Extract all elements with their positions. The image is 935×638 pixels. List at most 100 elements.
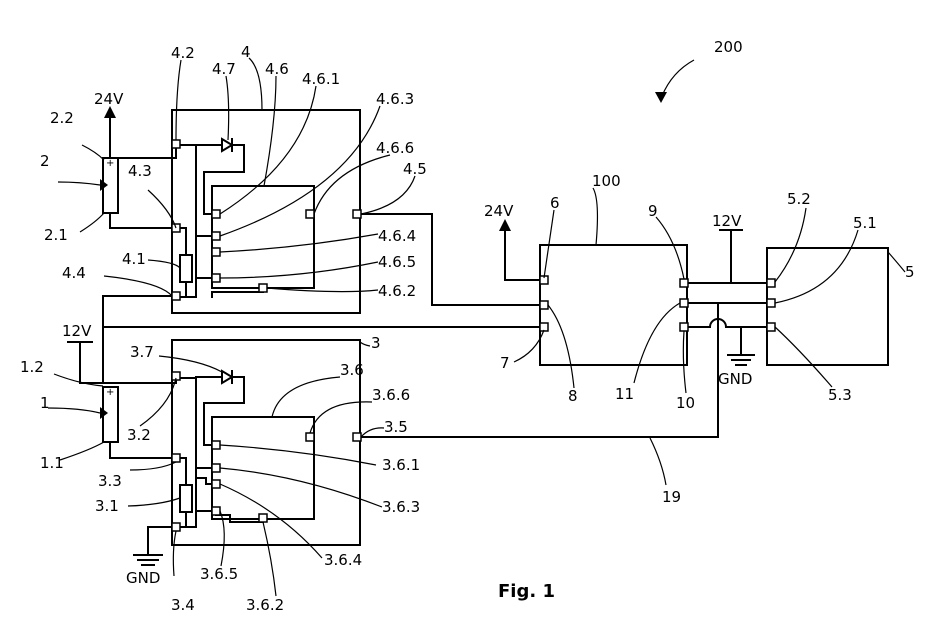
label-4-4: 4.4 xyxy=(62,264,86,282)
pin-3-4 xyxy=(172,523,180,531)
pin-3-3 xyxy=(172,454,180,462)
unit-5-box xyxy=(767,248,888,365)
wire-10-to-5-3 xyxy=(684,319,771,327)
label-3-6-4: 3.6.4 xyxy=(324,551,362,569)
label-3-4: 3.4 xyxy=(171,596,195,614)
svg-text:+: + xyxy=(106,158,114,169)
pin-4-6-6 xyxy=(306,210,314,218)
pin-4-6-1 xyxy=(212,210,220,218)
label-3-6: 3.6 xyxy=(340,361,364,379)
label-3-6-1: 3.6.1 xyxy=(382,456,420,474)
figure-title: Fig. 1 xyxy=(498,581,555,602)
label-4-6-1: 4.6.1 xyxy=(302,70,340,88)
pins-unit-3 xyxy=(172,372,361,531)
unit-4-6-box xyxy=(212,186,314,288)
pins-unit-5 xyxy=(767,279,775,331)
supply-12v-left-symbol xyxy=(68,342,92,383)
label-gnd-left: GND xyxy=(126,569,160,587)
pin-8 xyxy=(540,301,548,309)
label-3-6-3: 3.6.3 xyxy=(382,498,420,516)
label-4-7: 4.7 xyxy=(212,60,236,78)
pin-3-6-4 xyxy=(212,480,220,488)
label-5-3: 5.3 xyxy=(828,386,852,404)
label-8: 8 xyxy=(568,387,578,405)
pin-5-1 xyxy=(767,299,775,307)
pin-7 xyxy=(540,323,548,331)
label-gnd-right: GND xyxy=(718,370,752,388)
label-4: 4 xyxy=(241,43,251,61)
wire-battery-2-to-4-2 xyxy=(110,145,176,158)
pin-3-5 xyxy=(353,433,361,441)
diode-4-7 xyxy=(222,139,232,151)
pin-4-6-5 xyxy=(212,274,220,282)
label-19: 19 xyxy=(662,488,681,506)
label-100: 100 xyxy=(592,172,621,190)
pin-9 xyxy=(680,279,688,287)
pin-3-6-1 xyxy=(212,441,220,449)
wire-19 xyxy=(357,303,718,437)
label-1: 1 xyxy=(40,394,50,412)
label-4-6-6: 4.6.6 xyxy=(376,139,414,157)
resistor-4-1 xyxy=(180,255,192,282)
unit-3-6-box xyxy=(212,417,314,519)
pin-3-6-5 xyxy=(212,507,220,515)
label-4-1: 4.1 xyxy=(122,250,146,268)
resistor-3-1 xyxy=(180,485,192,512)
label-9: 9 xyxy=(648,202,658,220)
label-12v-left: 12V xyxy=(62,322,92,340)
pin-4-6-4 xyxy=(212,248,220,256)
label-3-7: 3.7 xyxy=(130,343,154,361)
pin-3-6-2 xyxy=(259,514,267,522)
ground-left-symbol xyxy=(134,527,162,565)
label-6: 6 xyxy=(550,194,560,212)
label-3-2: 3.2 xyxy=(127,426,151,444)
label-2: 2 xyxy=(40,152,50,170)
pin-4-2 xyxy=(172,140,180,148)
label-4-6-5: 4.6.5 xyxy=(378,253,416,271)
pin-4-6-2 xyxy=(259,284,267,292)
label-3-1: 3.1 xyxy=(95,497,119,515)
pin-5-2 xyxy=(767,279,775,287)
pin-10 xyxy=(680,323,688,331)
pin-4-6-3 xyxy=(212,232,220,240)
pins-unit-4 xyxy=(172,140,361,300)
pin-4-5 xyxy=(353,210,361,218)
label-4-6: 4.6 xyxy=(265,60,289,78)
pin-3-6-3 xyxy=(212,464,220,472)
controller-100-box xyxy=(540,245,687,365)
label-5: 5 xyxy=(905,263,915,281)
label-4-6-2: 4.6.2 xyxy=(378,282,416,300)
pins-controller xyxy=(540,276,688,331)
label-4-6-4: 4.6.4 xyxy=(378,227,416,245)
label-4-2: 4.2 xyxy=(171,44,195,62)
supply-12v-right-symbol xyxy=(720,230,742,283)
label-3-3: 3.3 xyxy=(98,472,122,490)
pin-11 xyxy=(680,299,688,307)
wire-battery-1-to-3-3 xyxy=(110,442,176,458)
label-1-2: 1.2 xyxy=(20,358,44,376)
label-3-6-6: 3.6.6 xyxy=(372,386,410,404)
label-4-3: 4.3 xyxy=(128,162,152,180)
label-3-5: 3.5 xyxy=(384,418,408,436)
label-4-6-3: 4.6.3 xyxy=(376,90,414,108)
wire-4-4-to-battery-1 xyxy=(103,296,176,383)
svg-text:+: + xyxy=(106,387,114,398)
label-3-6-2: 3.6.2 xyxy=(246,596,284,614)
label-12v-right: 12V xyxy=(712,212,742,230)
pin-4-4 xyxy=(172,292,180,300)
label-200: 200 xyxy=(714,38,743,56)
ground-right-symbol xyxy=(728,329,754,365)
diode-3-7 xyxy=(222,371,232,383)
label-5-1: 5.1 xyxy=(853,214,877,232)
supply-arrow-24v-top xyxy=(104,106,116,158)
label-2-1: 2.1 xyxy=(44,226,68,244)
label-3: 3 xyxy=(371,334,381,352)
unit-4-box xyxy=(172,110,360,313)
label-11: 11 xyxy=(615,385,634,403)
wire-3-diode-out xyxy=(204,377,244,445)
supply-arrow-24v-mid xyxy=(499,219,511,280)
label-3-6-5: 3.6.5 xyxy=(200,565,238,583)
label-4-5: 4.5 xyxy=(403,160,427,178)
label-24v-top: 24V xyxy=(94,90,124,108)
